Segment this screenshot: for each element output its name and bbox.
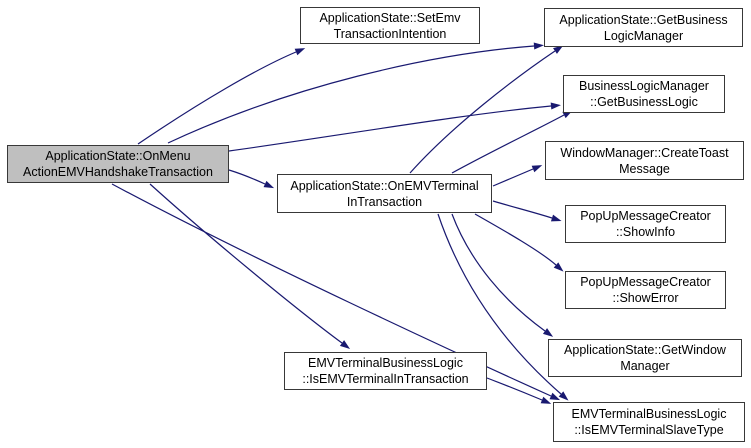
node-label: EMVTerminalBusinessLogic ::IsEMVTerminal… [302, 356, 469, 386]
node-label: ApplicationState::GetWindow Manager [564, 343, 726, 373]
node-label: WindowManager::CreateToast Message [560, 145, 729, 176]
arrowhead-icon [553, 262, 564, 272]
call-edge-onmenu-action-emv-handshake-transaction--is-emv-terminal-slave-type [111, 183, 552, 397]
call-edge-on-emv-terminal-in-transaction--get-window-manager [451, 213, 546, 332]
node-get-business-logic-manager[interactable]: ApplicationState::GetBusiness LogicManag… [544, 8, 743, 47]
arrowhead-icon [549, 392, 561, 401]
node-is-emv-terminal-in-transaction[interactable]: EMVTerminalBusinessLogic ::IsEMVTerminal… [284, 352, 487, 390]
node-onmenu-action-emv-handshake-transaction: ApplicationState::OnMenu ActionEMVHandsh… [7, 145, 229, 183]
node-is-emv-terminal-slave-type[interactable]: EMVTerminalBusinessLogic ::IsEMVTerminal… [553, 402, 745, 442]
call-edge-on-emv-terminal-in-transaction--show-error [474, 213, 557, 266]
call-edge-is-emv-terminal-in-transaction--is-emv-terminal-slave-type [486, 377, 543, 401]
node-create-toast-message[interactable]: WindowManager::CreateToast Message [545, 141, 744, 180]
arrowhead-icon [553, 45, 564, 54]
call-edge-on-emv-terminal-in-transaction--create-toast-message [492, 168, 534, 187]
node-set-emv-transaction-intention[interactable]: ApplicationState::SetEmv TransactionInte… [300, 7, 480, 44]
call-edge-onmenu-action-emv-handshake-transaction--set-emv-transaction-intention [137, 51, 297, 145]
call-edge-on-emv-terminal-in-transaction--get-business-logic [451, 114, 565, 174]
call-edge-onmenu-action-emv-handshake-transaction--get-business-logic [228, 105, 552, 152]
node-show-info[interactable]: PopUpMessageCreator ::ShowInfo [565, 205, 726, 243]
call-edge-on-emv-terminal-in-transaction--is-emv-terminal-slave-type [437, 213, 562, 395]
node-get-business-logic[interactable]: BusinessLogicManager ::GetBusinessLogic [563, 75, 725, 113]
call-edge-on-emv-terminal-in-transaction--get-business-logic-manager [409, 50, 556, 174]
node-label: BusinessLogicManager ::GetBusinessLogic [579, 79, 709, 109]
node-label: ApplicationState::OnEMVTerminal InTransa… [290, 178, 479, 209]
arrowhead-icon [263, 180, 275, 189]
node-label: EMVTerminalBusinessLogic ::IsEMVTerminal… [571, 407, 727, 437]
arrowhead-icon [558, 391, 569, 401]
call-edge-onmenu-action-emv-handshake-transaction--on-emv-terminal-in-transaction [228, 169, 266, 185]
node-label: ApplicationState::OnMenu ActionEMVHandsh… [23, 149, 213, 179]
call-edge-on-emv-terminal-in-transaction--show-info [492, 200, 553, 219]
node-label: PopUpMessageCreator ::ShowInfo [580, 209, 711, 239]
arrowhead-icon [531, 165, 543, 173]
node-on-emv-terminal-in-transaction[interactable]: ApplicationState::OnEMVTerminal InTransa… [277, 174, 492, 213]
call-edge-onmenu-action-emv-handshake-transaction--is-emv-terminal-in-transaction [149, 183, 343, 344]
arrowhead-icon [339, 340, 351, 349]
node-label: ApplicationState::SetEmv TransactionInte… [319, 10, 461, 41]
arrowhead-icon [542, 328, 554, 337]
arrowhead-icon [533, 42, 544, 50]
arrowhead-icon [540, 396, 552, 404]
node-get-window-manager[interactable]: ApplicationState::GetWindow Manager [548, 339, 742, 377]
node-label: PopUpMessageCreator ::ShowError [580, 275, 711, 305]
node-label: ApplicationState::GetBusiness LogicManag… [559, 12, 728, 43]
arrowhead-icon [294, 48, 306, 56]
arrowhead-icon [550, 214, 562, 222]
node-show-error[interactable]: PopUpMessageCreator ::ShowError [565, 271, 726, 309]
arrowhead-icon [550, 102, 561, 110]
call-edge-onmenu-action-emv-handshake-transaction--get-business-logic-manager [167, 45, 535, 144]
